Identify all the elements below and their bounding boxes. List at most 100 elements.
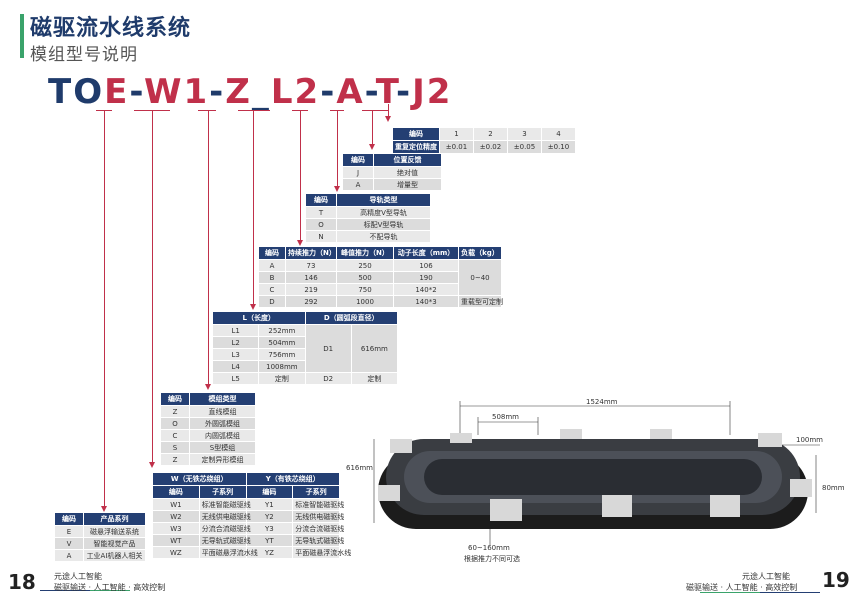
- footer-divider: [700, 592, 760, 593]
- connector-line: [300, 110, 301, 244]
- col-header: 模组类型: [189, 392, 256, 406]
- table-cell: 内圆弧模组: [189, 429, 256, 442]
- table-cell: 不配导轨: [336, 230, 431, 243]
- code-module: Z: [225, 72, 252, 112]
- table-row: S S型模组: [160, 441, 256, 454]
- table-row: WT 无导轨式磁驱线 YT 无导轨式磁驱线: [152, 534, 344, 547]
- table-row: W1 标准智能磁驱线 Y1 标准智能磁驱线: [152, 498, 344, 511]
- mover-block: [758, 433, 782, 447]
- table-cell: W1: [152, 498, 200, 511]
- connector-line: [198, 110, 216, 111]
- col-header: 产品系列: [83, 512, 146, 526]
- table-cell: 标准智能磁驱线: [198, 498, 251, 511]
- table-cell: 定制异形模组: [189, 453, 256, 466]
- table-row: O 外圆弧模组: [160, 417, 256, 430]
- arrow-icon: [101, 506, 107, 512]
- connector-line: [337, 110, 338, 190]
- table-row: Z 直线模组: [160, 405, 256, 418]
- table-cell: 500: [336, 271, 394, 284]
- table-row: L2 504mm: [211, 336, 398, 349]
- footer-divider: [90, 590, 130, 591]
- connector-line: [330, 110, 344, 111]
- module-type-table: 编码 模组类型 Z 直线模组 O 外圆弧模组 C 内圆弧模组 S S型模组 Z …: [160, 392, 256, 466]
- col-header: 编码: [54, 512, 84, 526]
- accuracy-table: 编码 1 2 3 4 重复定位精度 ±0.01 ±0.02 ±0.05 ±0.1…: [392, 127, 576, 154]
- model-code: TOE-W1-Z_L2-A-T-J2: [48, 72, 452, 112]
- table-cell: 重载型可定制: [458, 295, 503, 308]
- arrow-icon: [149, 462, 155, 468]
- table-row: E 磁悬浮输送系统: [54, 525, 146, 538]
- arrow-icon: [369, 144, 375, 150]
- table-cell: 增量型: [373, 178, 442, 191]
- table-row: L4 1008mm: [211, 360, 398, 373]
- mover-block: [378, 485, 400, 501]
- mover-block: [560, 429, 582, 439]
- table-cell: B: [258, 271, 286, 284]
- table-cell: C: [160, 429, 190, 442]
- table-cell: 252mm: [258, 324, 306, 337]
- track-illustration: [373, 401, 820, 545]
- footer-company-left: 元途人工智能: [54, 572, 102, 581]
- table-cell: 219: [285, 283, 337, 296]
- page-number-right: 19: [822, 568, 850, 592]
- table-cell: 无导轨式磁驱线: [292, 534, 344, 547]
- dim-bottom-note: 根据推力不同可选: [464, 555, 520, 563]
- code-sep: -: [320, 72, 337, 112]
- mover-block: [650, 429, 672, 439]
- col-header: 编码: [342, 153, 374, 167]
- table-cell: L1: [211, 324, 260, 337]
- table-cell: D1: [304, 324, 352, 373]
- table-cell: A: [54, 549, 84, 562]
- col-header: 峰值推力（N）: [336, 246, 394, 260]
- col-header: 编码: [258, 246, 286, 260]
- table-cell: L4: [211, 360, 260, 373]
- col-header: 位置反馈: [373, 153, 442, 167]
- connector-line: [238, 110, 270, 111]
- code-sep: -: [129, 72, 144, 112]
- code-rail: T: [375, 72, 396, 112]
- code-sep: -: [396, 72, 413, 112]
- page-subtitle: 模组型号说明: [30, 45, 138, 65]
- table-row: T 高精度V型导轨: [305, 206, 431, 219]
- dim-segment-length: 508mm: [492, 413, 519, 421]
- table-cell: E: [54, 525, 84, 538]
- col-header: 4: [541, 127, 576, 141]
- table-cell: A: [258, 259, 286, 272]
- col-header: 编码: [305, 193, 337, 207]
- col-header: Y（有铁芯绕组）: [245, 472, 340, 486]
- table-cell: 平面磁悬浮流水线: [198, 546, 258, 559]
- table-row: A 73 250 106 0~40: [258, 259, 502, 296]
- table-cell: 146: [285, 271, 337, 284]
- table-cell: 1000: [336, 295, 394, 308]
- col-header: 2: [473, 127, 508, 141]
- table-cell: Y1: [245, 498, 294, 511]
- col-header: 1: [439, 127, 474, 141]
- mover-block: [490, 499, 522, 521]
- arrow-icon: [250, 304, 256, 310]
- table-row: A 增量型: [342, 178, 442, 191]
- table-cell: L3: [211, 348, 260, 361]
- mover-block: [710, 495, 740, 517]
- table-cell: 616mm: [350, 324, 399, 373]
- table-cell: 无线供电磁驱线: [292, 510, 344, 523]
- table-cell: O: [305, 218, 337, 231]
- table-cell: ±0.10: [541, 140, 576, 154]
- table-cell: 750: [336, 283, 394, 296]
- table-row: C 内圆弧模组: [160, 429, 256, 442]
- table-cell: S型模组: [189, 441, 256, 454]
- col-header: 编码: [392, 127, 440, 141]
- table-cell: O: [160, 417, 190, 430]
- table-row: O 标配V型导轨: [305, 218, 431, 231]
- table-cell: 分流合流磁驱线: [292, 522, 344, 535]
- table-cell: 磁悬浮输送系统: [83, 525, 146, 538]
- table-cell: D2: [304, 372, 352, 385]
- col-header: D（圆弧段直径）: [304, 311, 398, 325]
- table-cell: 140*2: [393, 283, 459, 296]
- code-sep: _: [251, 72, 271, 112]
- table-row: L5 定制 D2 定制: [211, 372, 399, 385]
- table-cell: YT: [245, 534, 294, 547]
- table-cell: WT: [152, 534, 200, 547]
- table-cell: 504mm: [258, 336, 306, 349]
- arrow-icon: [205, 384, 211, 390]
- table-cell: ±0.02: [473, 140, 508, 154]
